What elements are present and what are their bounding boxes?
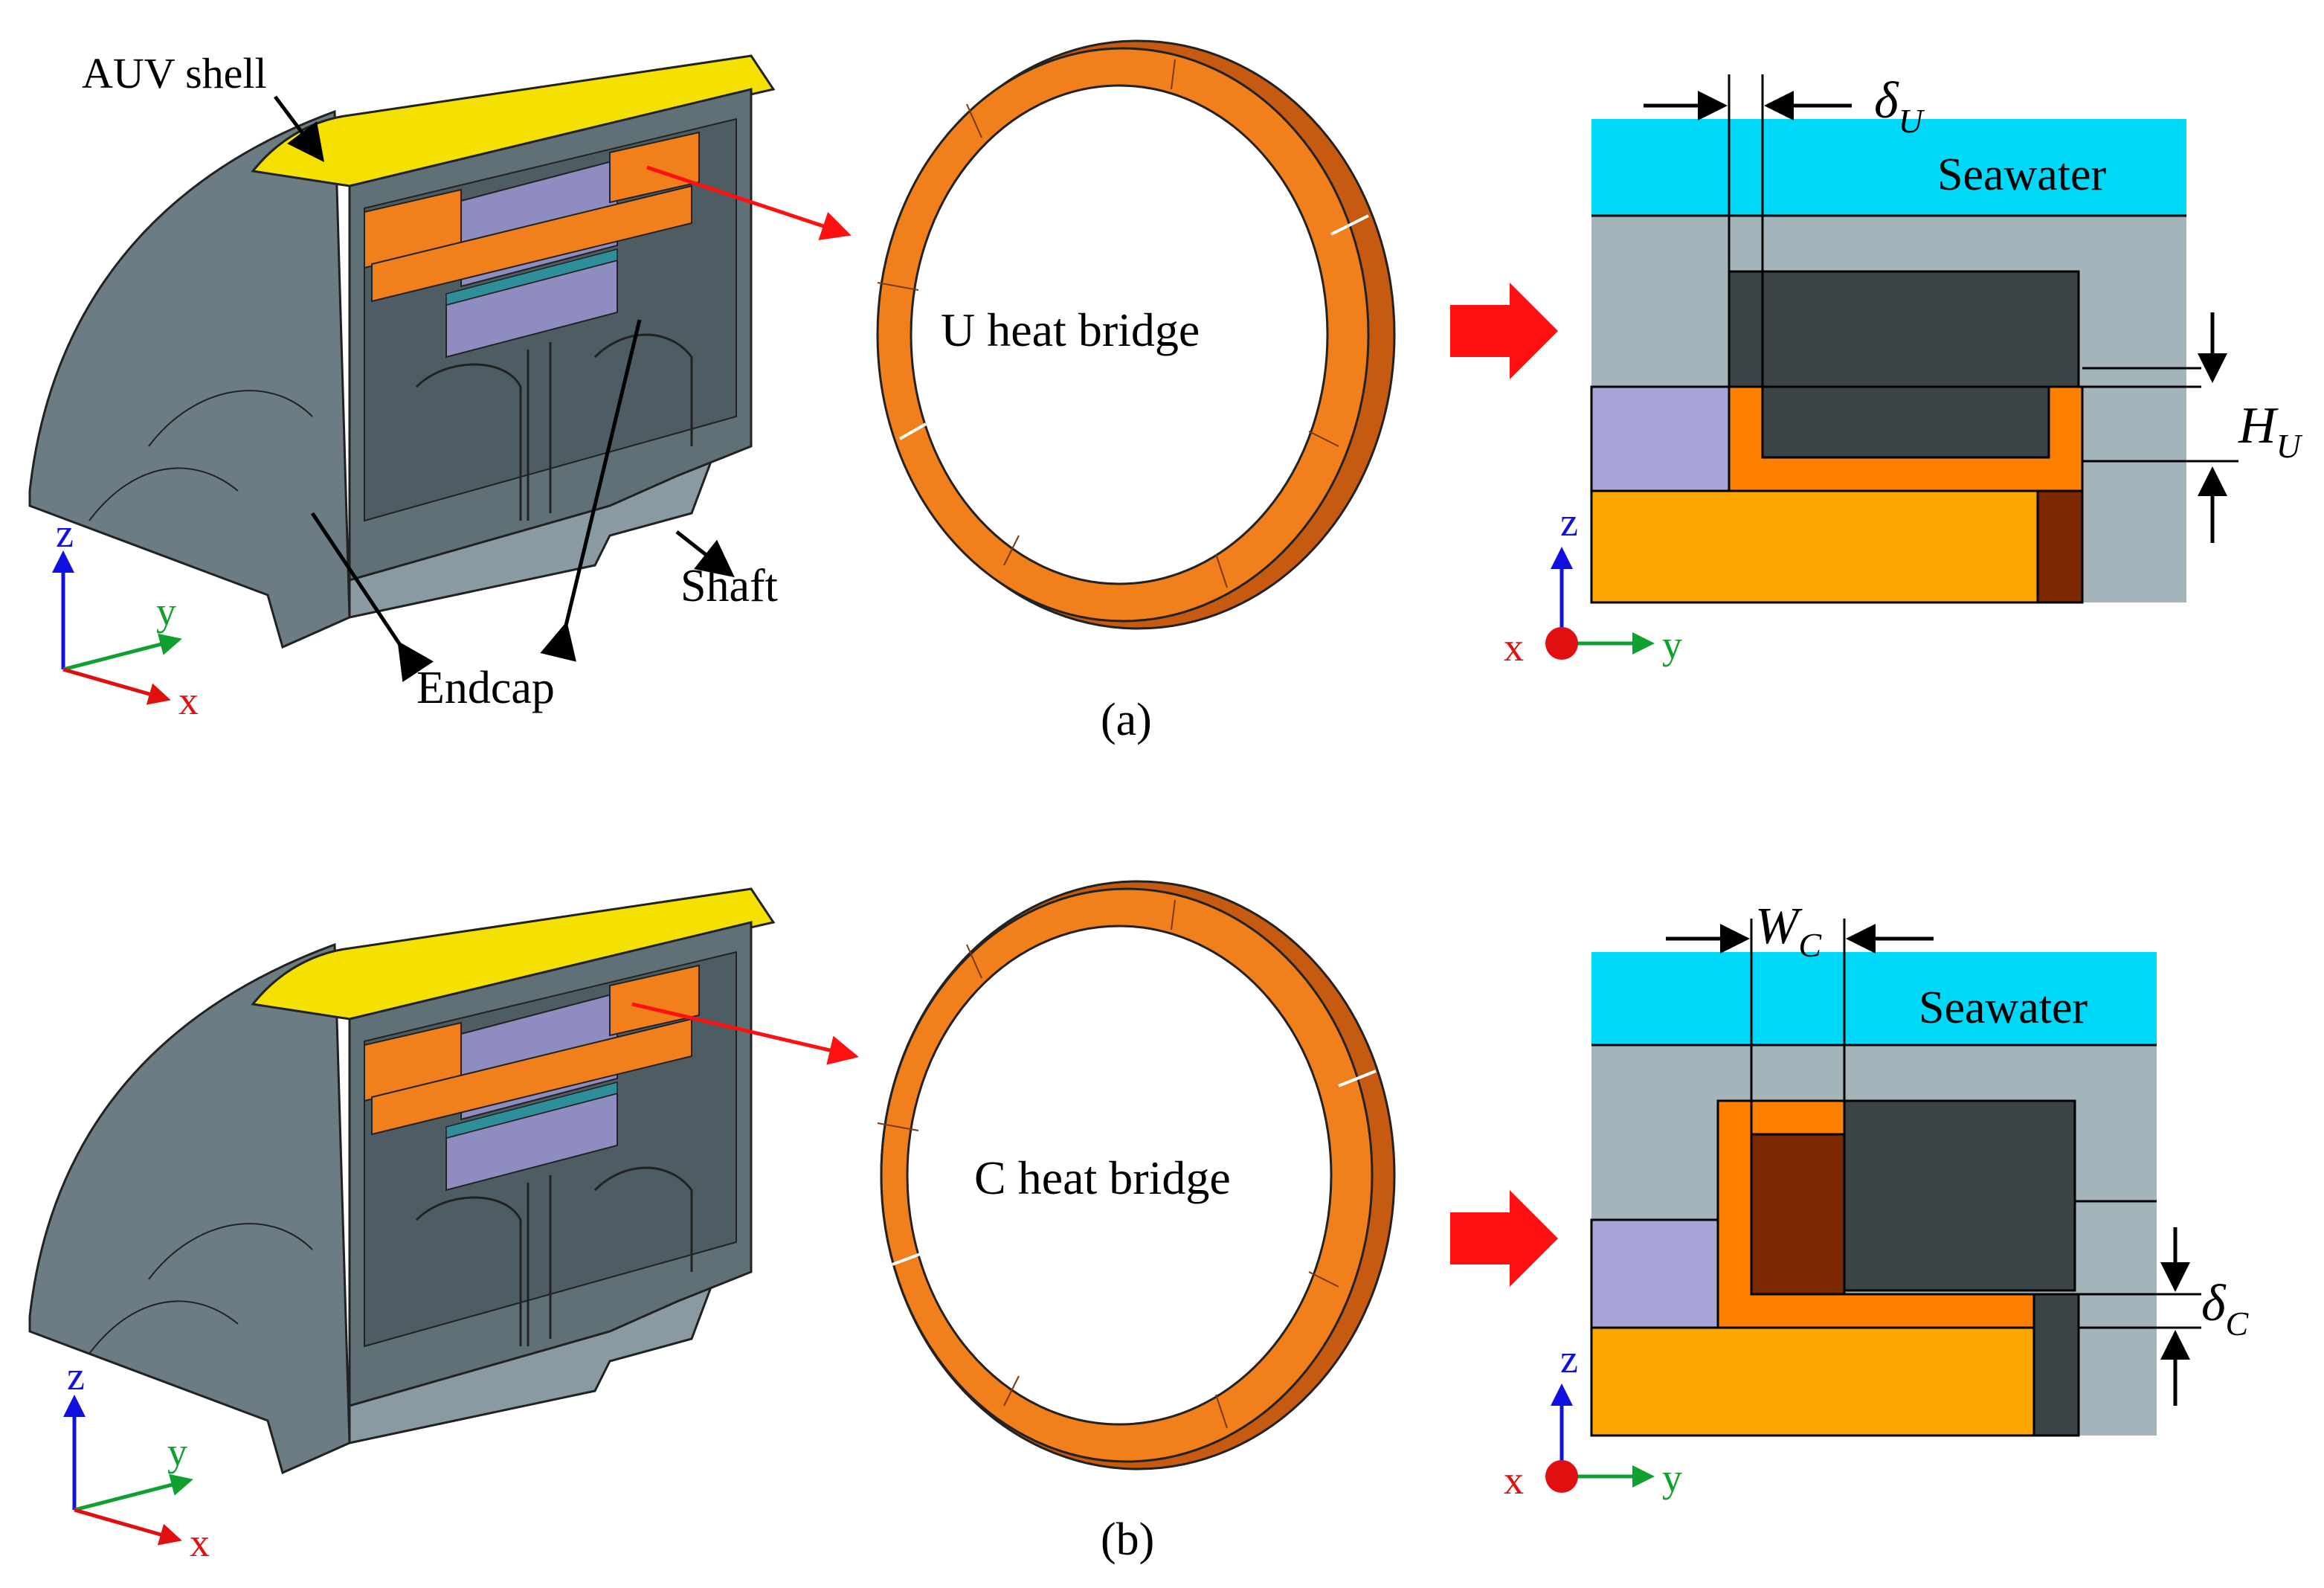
shaft-block-a [2036, 489, 2084, 604]
magnet-block-b [1590, 1218, 1719, 1329]
rotor-block-a [1590, 489, 2039, 604]
axis-z-label: z [56, 511, 74, 556]
section-a: Seawater δU HU z y x [1504, 72, 2303, 669]
section-axis-y-a: y [1662, 623, 1682, 667]
dim-delta-u: δU [1874, 72, 1925, 140]
axis-x-label-b: x [190, 1520, 210, 1565]
seawater-label-a: Seawater [1937, 150, 2107, 200]
panel-b: z y x C heat bridge [28, 880, 2250, 1565]
c-bridge-inner [1750, 1133, 1846, 1296]
panel-a: AUV shell Endcap Shaft z y x [28, 39, 2303, 745]
label-auv-shell: AUV shell [82, 49, 267, 97]
magnet-block-a [1590, 385, 1731, 492]
axes-3d-a: z y x [52, 511, 199, 723]
shaft-block-b [2032, 1293, 2080, 1437]
rotor-block-b [1590, 1326, 2035, 1437]
section-axis-y-b: y [1662, 1456, 1682, 1500]
section-axis-z-b: z [1560, 1337, 1578, 1381]
caption-a: (a) [1101, 695, 1152, 745]
section-axis-x-b: x [1504, 1458, 1524, 1502]
endcap-pointer-right [540, 319, 642, 662]
ring-u-heat-bridge [876, 39, 1396, 630]
endcap-pointer-left [310, 512, 434, 683]
ring-label-b: C heat bridge [974, 1151, 1231, 1204]
stator-block-a [1728, 270, 2080, 463]
block-arrow-a [1450, 283, 1558, 379]
caption-b: (b) [1101, 1514, 1154, 1565]
pointer-to-ring-a [646, 165, 852, 240]
section-axis-x-a: x [1504, 625, 1524, 669]
dim-h-u: HU [2238, 397, 2303, 465]
seawater-layer-b [1591, 952, 2157, 1045]
axes-3d-b: z y x [63, 1354, 210, 1565]
pointer-to-ring-b [631, 1002, 859, 1065]
seawater-label-b: Seawater [1919, 983, 2088, 1033]
label-endcap: Endcap [416, 663, 555, 713]
axis-y-label-b: y [167, 1430, 187, 1474]
section-b: Seawater WC δC z y x [1504, 898, 2250, 1502]
seawater-layer-a [1591, 119, 2186, 216]
ring-label-a: U heat bridge [941, 303, 1200, 356]
ring-c-heat-bridge [877, 880, 1396, 1470]
dim-delta-c: δC [2201, 1275, 2250, 1343]
axis-x-label: x [178, 678, 199, 723]
stator-block-b [1843, 1099, 2076, 1292]
housing-cutaway-b [28, 887, 776, 1475]
section-axis-z-a: z [1560, 500, 1578, 544]
block-arrow-b [1450, 1190, 1558, 1287]
axis-y-label: y [156, 589, 176, 634]
label-shaft: Shaft [680, 561, 778, 611]
auv-shell-pointer [274, 95, 324, 162]
dim-w-c: WC [1755, 898, 1822, 964]
housing-cutaway-a [28, 54, 776, 649]
axis-z-label-b: z [67, 1354, 85, 1398]
shaft-pointer [675, 530, 735, 578]
